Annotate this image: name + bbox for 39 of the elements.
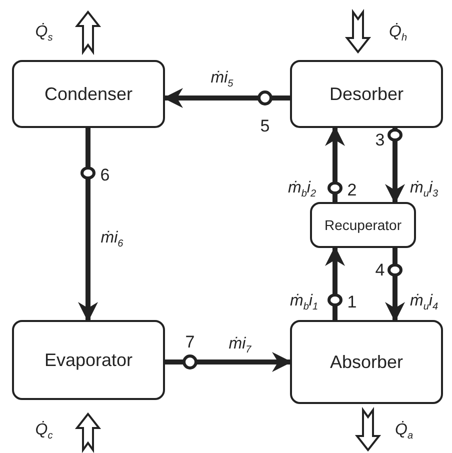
box-label: Absorber xyxy=(330,352,404,372)
heat-flow-arrow xyxy=(74,412,102,453)
process-box xyxy=(290,320,443,404)
edge-label: Q̇$_{c}$ xyxy=(35,422,53,442)
heat-flow-arrow xyxy=(344,8,372,54)
edge-label: ṁ$_{u}$i$_{4}$ xyxy=(410,293,438,313)
state-point-number: 1 xyxy=(347,294,357,310)
edge-label: ṁ$_{b}$i$_{2}$ xyxy=(288,180,316,200)
flow-arrow xyxy=(325,246,345,320)
process-box xyxy=(12,320,165,400)
heat-flow-arrow xyxy=(74,10,102,56)
flow-arrow xyxy=(78,128,98,322)
state-point-number: 3 xyxy=(375,132,385,148)
flow-arrow xyxy=(165,352,292,372)
edge-label: ṁi$_{7}$ xyxy=(228,336,252,356)
flow-arrow xyxy=(385,128,405,204)
edge-label: Q̇$_{a}$ xyxy=(395,422,413,442)
flow-arrow xyxy=(163,88,290,108)
process-box xyxy=(290,60,443,128)
process-box xyxy=(310,202,416,248)
box-label: Recuperator xyxy=(324,217,402,233)
flow-arrow xyxy=(325,126,345,202)
state-point-number: 2 xyxy=(347,182,357,198)
flow-arrow xyxy=(385,248,405,322)
edge-label: ṁ$_{b}$i$_{1}$ xyxy=(290,293,318,313)
box-label: Condenser xyxy=(44,84,133,104)
state-point-number: 4 xyxy=(375,262,385,278)
box-label: Desorber xyxy=(329,84,404,104)
state-point-number: 6 xyxy=(100,166,110,184)
process-box xyxy=(12,60,165,128)
box-label: Evaporator xyxy=(44,350,133,370)
state-point-number: 7 xyxy=(185,334,195,350)
edge-label: ṁi$_{5}$ xyxy=(210,70,234,90)
edge-label: Q̇$_{h}$ xyxy=(389,24,407,44)
edge-label: ṁ$_{u}$i$_{3}$ xyxy=(410,180,438,200)
heat-flow-arrow xyxy=(354,406,382,452)
edge-label: ṁi$_{6}$ xyxy=(100,230,124,250)
state-point-number: 5 xyxy=(260,118,270,134)
edge-label: Q̇$_{s}$ xyxy=(35,24,53,44)
